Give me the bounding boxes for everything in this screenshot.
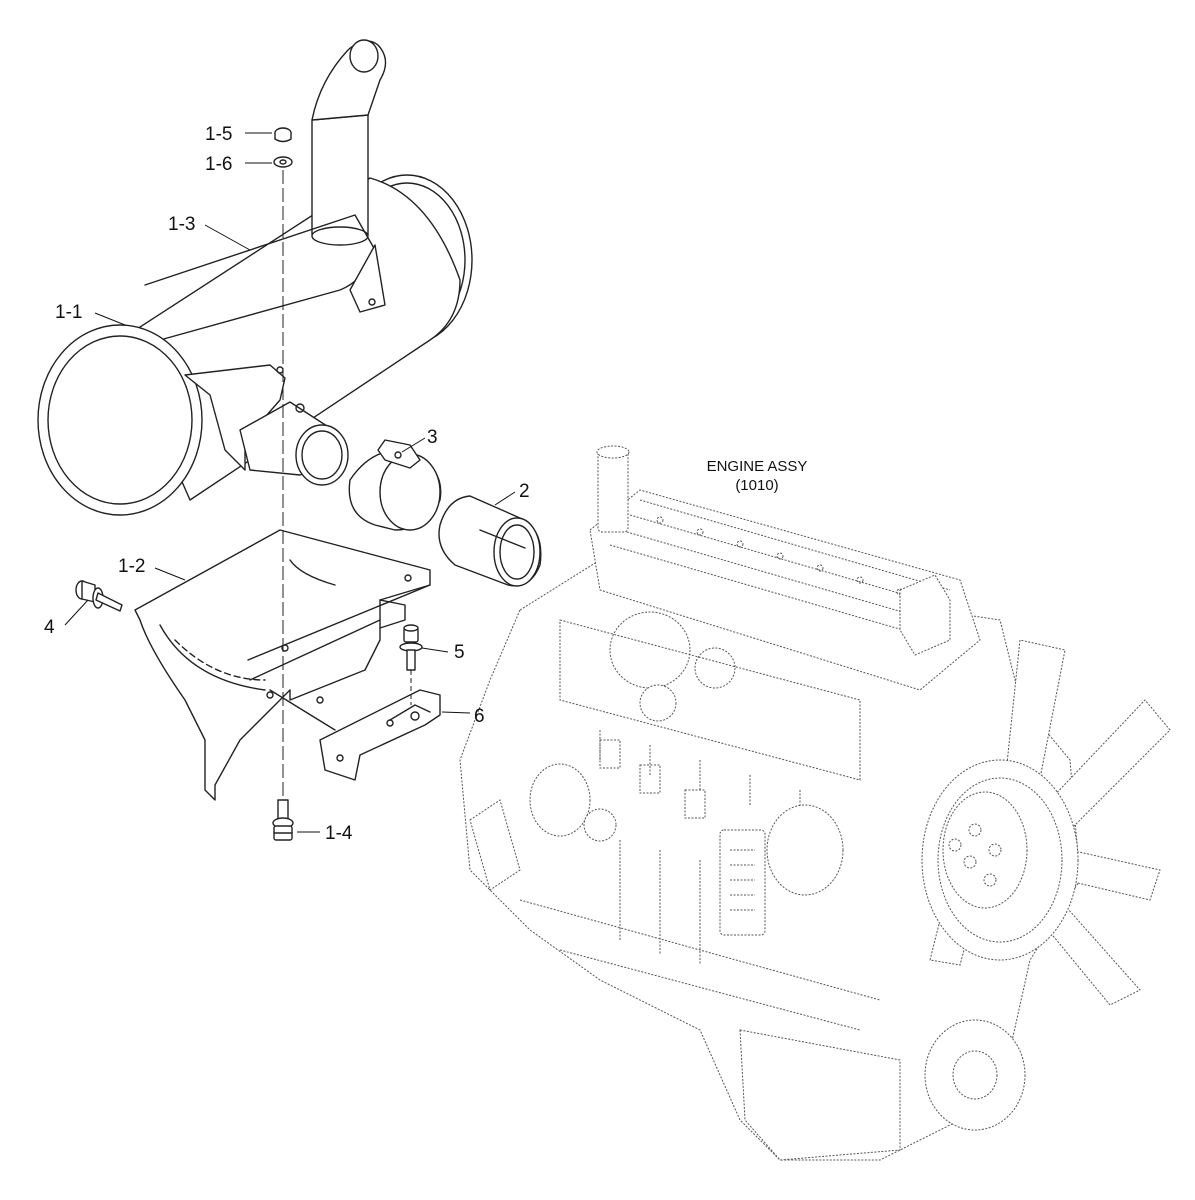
- callout-1-5: 1-5: [205, 124, 232, 145]
- callout-1-2: 1-2: [118, 556, 145, 577]
- engine-assembly: [459, 445, 1171, 1161]
- pipe-clamp: [348, 439, 442, 531]
- callout-5: 5: [454, 642, 465, 663]
- callout-1-6: 1-6: [205, 154, 232, 175]
- engine-assy-title: ENGINE ASSY: [707, 458, 808, 475]
- callout-4: 4: [44, 617, 55, 638]
- leader-lines: [64, 132, 516, 833]
- callout-1-3: 1-3: [168, 214, 195, 235]
- fasteners: [75, 127, 423, 841]
- exhaust-pipe: [438, 495, 542, 587]
- callout-1-4: 1-4: [325, 823, 353, 844]
- muffler-assembly: [37, 39, 473, 516]
- engine-assy-code: (1010): [735, 477, 778, 494]
- callout-1-1: 1-1: [55, 302, 82, 323]
- callout-3: 3: [427, 427, 438, 448]
- callout-2: 2: [519, 481, 530, 502]
- callout-6: 6: [474, 706, 485, 727]
- support-bracket: [269, 689, 441, 781]
